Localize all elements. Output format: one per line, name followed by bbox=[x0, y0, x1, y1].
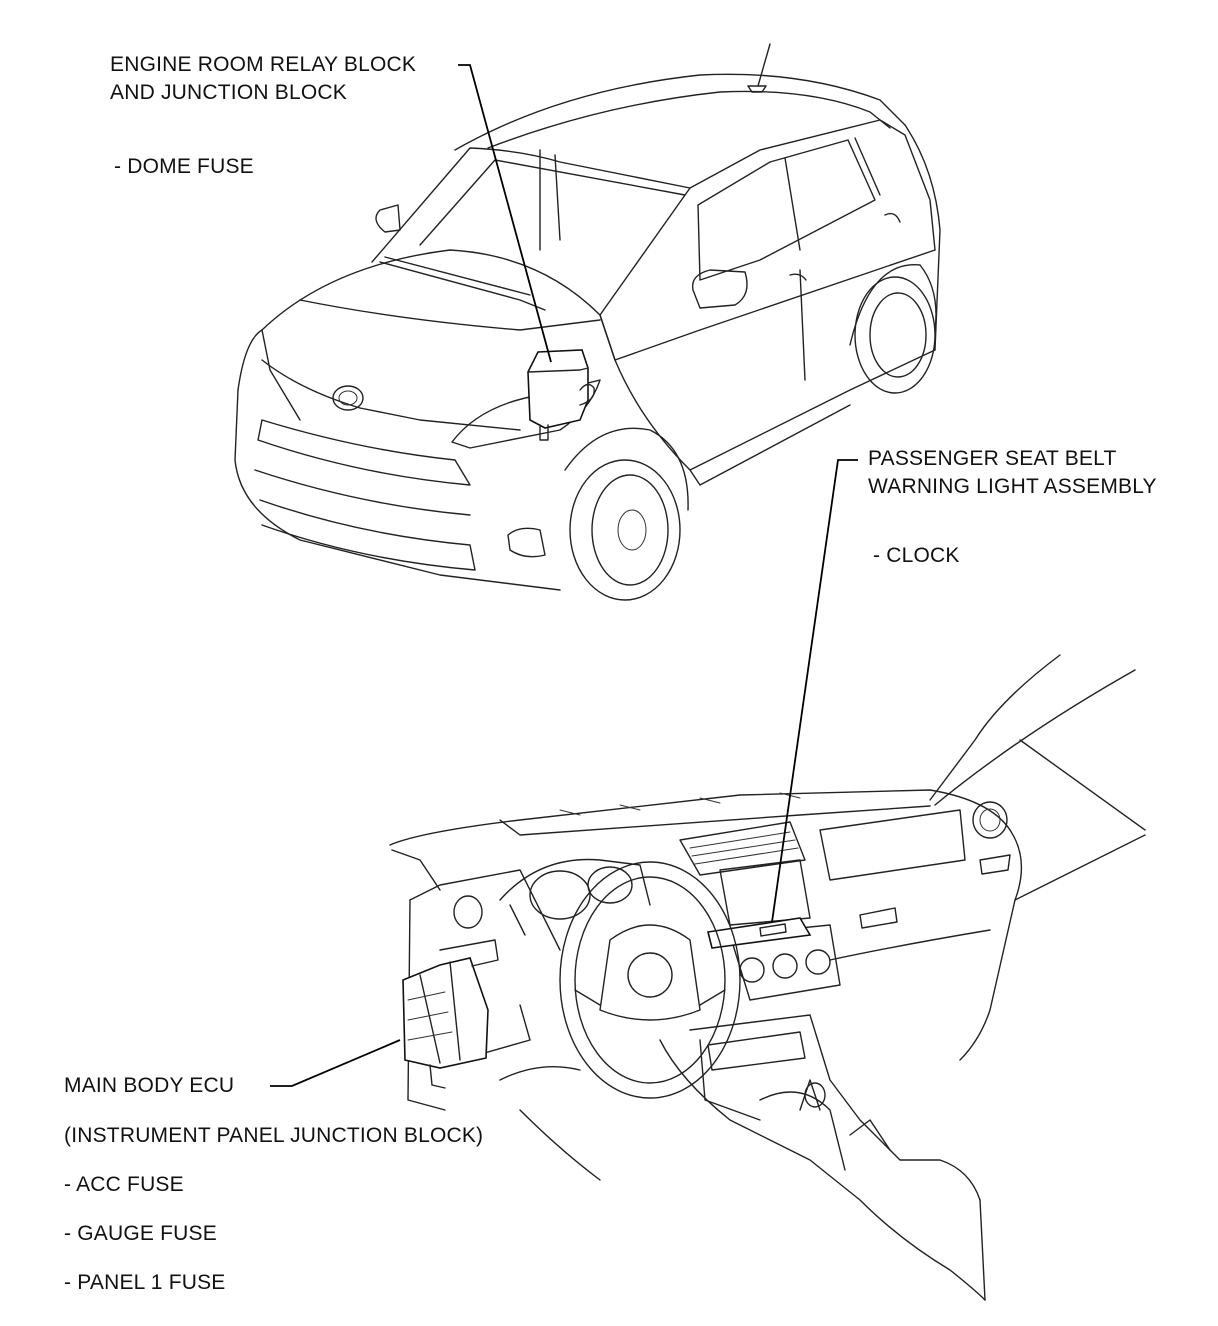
instrument-panel-illustration bbox=[389, 654, 1146, 1301]
gauge-fuse-label: - GAUGE FUSE bbox=[64, 1222, 217, 1245]
seat-belt-leader-line bbox=[771, 459, 858, 923]
engine-room-relay-label-line2: AND JUNCTION BLOCK bbox=[110, 81, 347, 104]
panel1-fuse-label: - PANEL 1 FUSE bbox=[64, 1271, 226, 1294]
ip-junction-block-label: (INSTRUMENT PANEL JUNCTION BLOCK) bbox=[64, 1124, 484, 1147]
seat-belt-label-line1: PASSENGER SEAT BELT bbox=[868, 447, 1117, 470]
vehicle-exterior-illustration bbox=[234, 43, 941, 601]
main-body-ecu-label: MAIN BODY ECU bbox=[64, 1074, 235, 1097]
main-body-ecu-leader-line bbox=[270, 1039, 401, 1087]
acc-fuse-label: - ACC FUSE bbox=[64, 1173, 184, 1196]
main-body-ecu-part bbox=[402, 939, 499, 1089]
clock-label: - CLOCK bbox=[873, 544, 960, 567]
passenger-seat-belt-warning-light-part bbox=[707, 917, 812, 949]
seat-belt-label-line2: WARNING LIGHT ASSEMBLY bbox=[868, 475, 1157, 498]
leader-lines bbox=[270, 64, 858, 1087]
engine-room-relay-block-part bbox=[527, 349, 595, 441]
engine-room-leader-line bbox=[458, 64, 552, 363]
dome-fuse-label: - DOME FUSE bbox=[114, 155, 254, 178]
engine-room-relay-label-line1: ENGINE ROOM RELAY BLOCK bbox=[110, 53, 417, 76]
